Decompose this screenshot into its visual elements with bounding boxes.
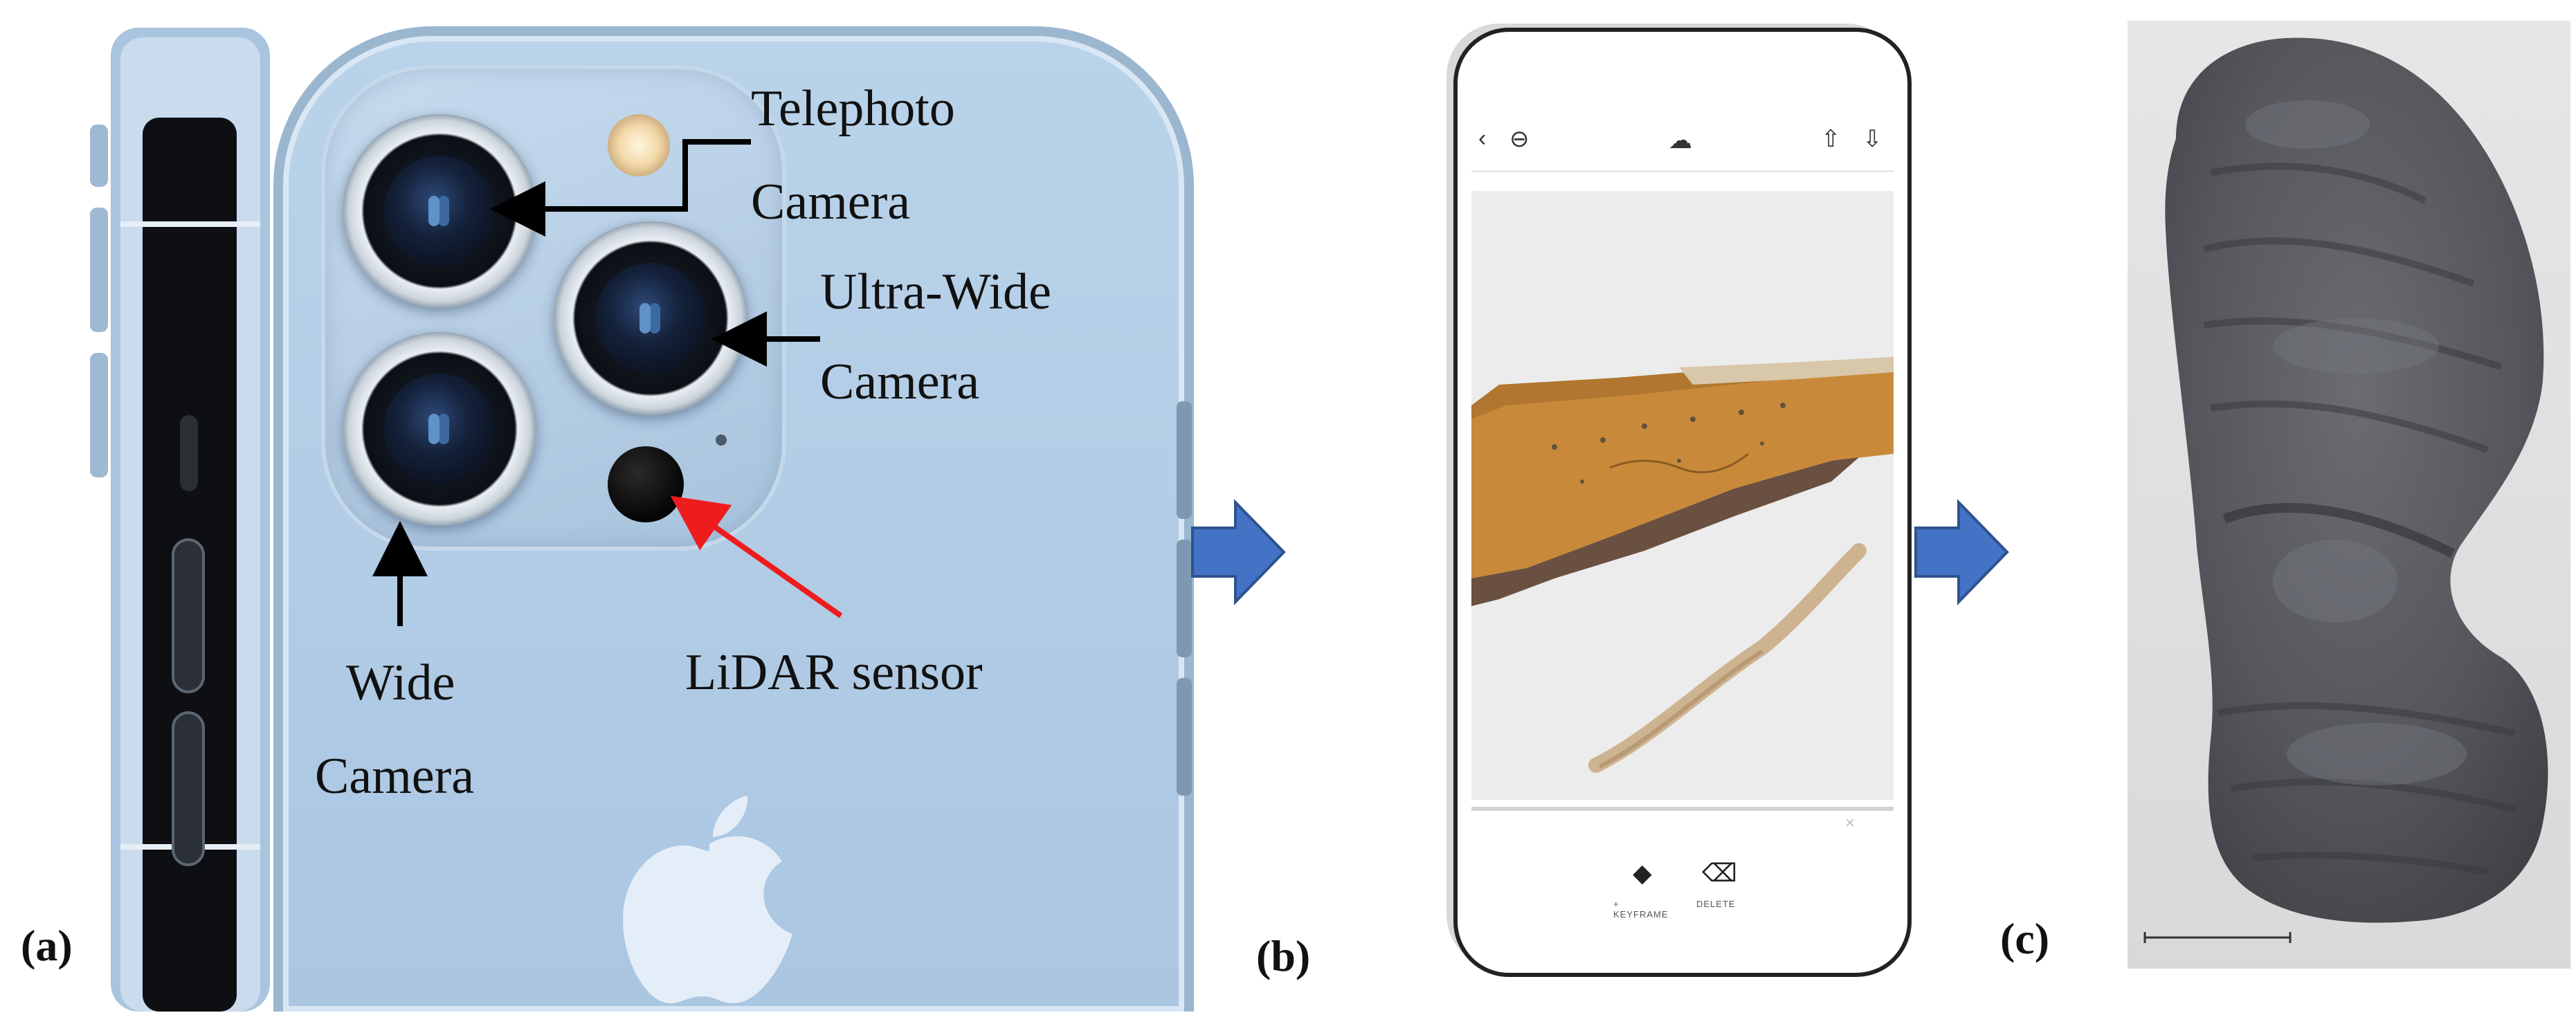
toolbar-divider — [1471, 170, 1894, 172]
lidar-label: LiDAR sensor — [685, 644, 983, 701]
app-toolbar: ‹ ⊖ ☁ ⇧ ⇩ — [1471, 118, 1894, 167]
microphone-dot — [716, 435, 727, 446]
scanning-phone: ‹ ⊖ ☁ ⇧ ⇩ × ◆ + KE — [1453, 28, 1912, 977]
backspace-icon: ⌫ — [1702, 859, 1737, 887]
telephoto-arrow — [490, 139, 751, 237]
viewport-bottom-bar — [1471, 807, 1894, 811]
shoe-sole-model-view — [2128, 21, 2570, 969]
scanned-surface — [1471, 357, 1894, 773]
annotation-arrows — [372, 139, 843, 626]
back-icon[interactable]: ‹ — [1478, 125, 1487, 152]
wide-label-line2: Camera — [315, 748, 475, 805]
close-icon[interactable]: × — [1845, 814, 1856, 832]
shoe-sole-3d-model — [2165, 37, 2548, 923]
panel-c-letter: (c) — [2000, 914, 2050, 963]
ultra-wide-label-line1: Ultra-Wide — [820, 264, 1051, 320]
phone-side-button — [1177, 678, 1192, 796]
scan-viewport[interactable] — [1471, 191, 1894, 800]
wide-lens — [343, 332, 536, 526]
scale-bar — [2143, 932, 2292, 943]
telephoto-label-line1: Telephoto — [751, 80, 955, 137]
wide-label-line1: Wide — [346, 655, 455, 711]
phone-side-button — [1177, 401, 1192, 519]
cloud-icon[interactable]: ☁ — [1669, 127, 1692, 154]
flash — [608, 114, 670, 176]
delete-button[interactable]: ⌫ DELETE — [1689, 859, 1752, 914]
keyframe-label: + KEYFRAME — [1613, 899, 1669, 920]
phone-side-button — [1177, 540, 1192, 657]
ultra-wide-label-line2: Camera — [820, 354, 980, 410]
keyframe-button[interactable]: ◆ + KEYFRAME — [1613, 859, 1676, 920]
diamond-icon: ◆ — [1633, 859, 1652, 887]
share-icon[interactable]: ⇧ — [1821, 126, 1841, 152]
phone-side-view — [90, 28, 270, 1012]
panel-a-letter: (a) — [21, 921, 73, 970]
telephoto-label-line2: Camera — [751, 174, 911, 230]
lidar-arrow — [670, 495, 843, 619]
delete-label: DELETE — [1696, 899, 1736, 909]
flow-arrow-a-to-b — [1191, 499, 1286, 605]
flow-arrow-b-to-c — [1914, 499, 2009, 605]
panel-b-letter: (b) — [1256, 931, 1311, 980]
download-icon[interactable]: ⇩ — [1862, 126, 1883, 152]
minus-circle-icon[interactable]: ⊖ — [1509, 126, 1530, 152]
apple-logo-icon — [623, 796, 792, 1003]
